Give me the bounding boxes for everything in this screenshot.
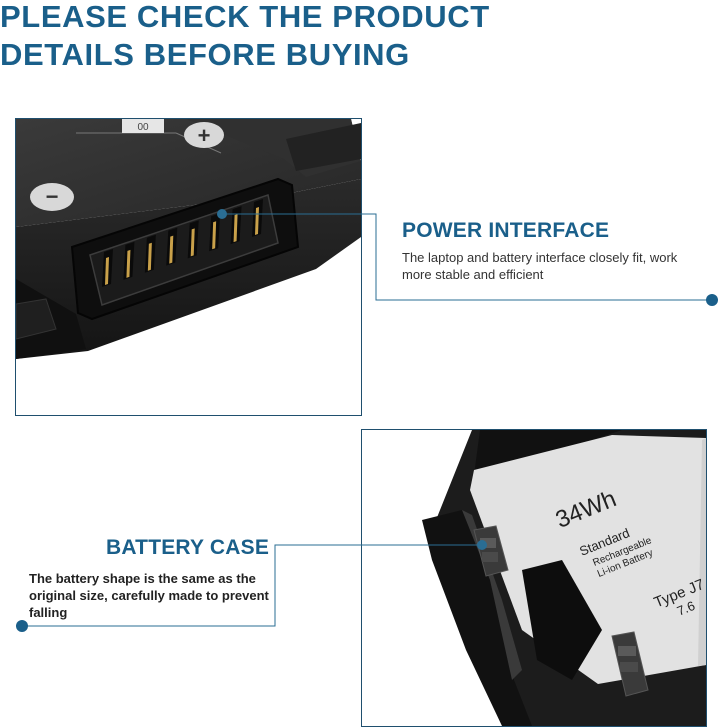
connector-pin bbox=[212, 221, 217, 250]
battery-clip-upper bbox=[473, 525, 509, 577]
headline-line-1: PLEASE CHECK THE PRODUCT bbox=[0, 0, 490, 34]
battery-case-description: The battery shape is the same as the ori… bbox=[29, 570, 279, 621]
connector-pin bbox=[147, 242, 152, 271]
battery-case-title: BATTERY CASE bbox=[106, 536, 270, 559]
battery-clip-lower bbox=[611, 631, 649, 697]
battery-case-description-line-2: original size, carefully made to prevent bbox=[29, 588, 269, 603]
minus-terminal-icon: − bbox=[30, 183, 74, 211]
svg-text:+: + bbox=[198, 123, 211, 148]
power-interface-description-line-2: more stable and efficient bbox=[402, 267, 544, 282]
power-interface-description-line-1: The laptop and battery interface closely… bbox=[402, 250, 678, 265]
connector-pin bbox=[190, 228, 195, 257]
power-interface-end-dot bbox=[706, 294, 718, 306]
power-interface-photo: − + 00 bbox=[15, 118, 362, 416]
connector-pin bbox=[126, 249, 131, 278]
battery-case-description-line-3: falling bbox=[29, 605, 68, 620]
connector-pin bbox=[105, 257, 109, 285]
battery-label: 34Wh Standard Rechargeable Li-ion Batter… bbox=[470, 435, 706, 684]
label-sticker-fragment: 00 bbox=[122, 119, 164, 133]
connector-pin bbox=[169, 235, 174, 264]
plus-terminal-icon: + bbox=[184, 122, 224, 148]
svg-text:−: − bbox=[46, 184, 59, 209]
power-interface-description: The laptop and battery interface closely… bbox=[402, 249, 702, 283]
svg-text:00: 00 bbox=[137, 122, 149, 133]
headline-line-2: DETAILS BEFORE BUYING bbox=[0, 37, 410, 72]
battery-case-photo: 34Wh Standard Rechargeable Li-ion Batter… bbox=[361, 429, 707, 727]
page-headline: PLEASE CHECK THE PRODUCT DETAILS BEFORE … bbox=[0, 0, 490, 74]
battery-case-illustration: 34Wh Standard Rechargeable Li-ion Batter… bbox=[362, 430, 706, 726]
battery-connector-illustration: − + 00 bbox=[16, 119, 361, 415]
battery-case-end-dot bbox=[16, 620, 28, 632]
power-interface-title: POWER INTERFACE bbox=[402, 219, 610, 242]
battery-voltage: 7.6 bbox=[675, 598, 697, 619]
battery-case-description-line-1: The battery shape is the same as the bbox=[29, 571, 256, 586]
